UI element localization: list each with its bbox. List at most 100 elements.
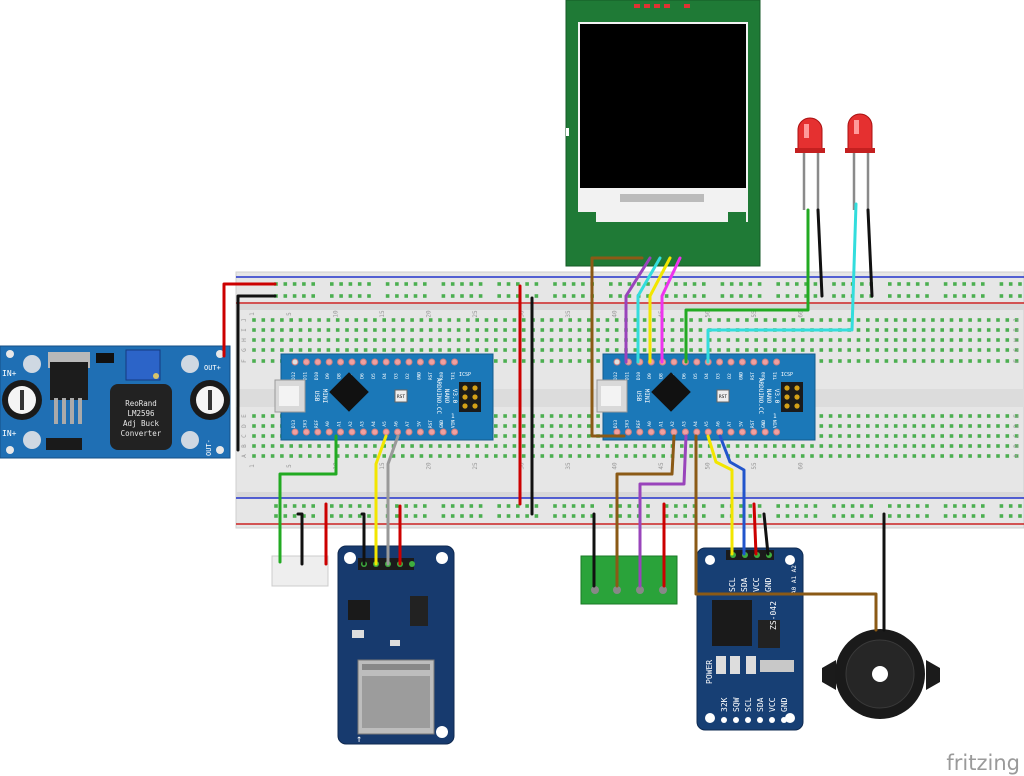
chip-label-2: LM2596 bbox=[127, 409, 155, 418]
column-label: 15 bbox=[379, 462, 386, 470]
breadboard-hole bbox=[553, 514, 557, 518]
breadboard-hole bbox=[401, 318, 405, 322]
breadboard-hole bbox=[680, 318, 684, 322]
breadboard-hole bbox=[348, 294, 353, 298]
row-label: C bbox=[1013, 434, 1020, 438]
breadboard-hole bbox=[503, 328, 507, 332]
breadboard-hole bbox=[652, 444, 656, 448]
row-label: D bbox=[1013, 424, 1020, 428]
breadboard-hole bbox=[484, 348, 489, 352]
breadboard-hole bbox=[782, 454, 786, 458]
breadboard-hole bbox=[512, 454, 517, 458]
breadboard-hole bbox=[562, 294, 567, 298]
breadboard-hole bbox=[419, 338, 424, 342]
breadboard-hole bbox=[847, 444, 851, 448]
breadboard-hole bbox=[438, 318, 442, 322]
breadboard-hole bbox=[559, 454, 563, 458]
breadboard-hole bbox=[618, 282, 622, 286]
breadboard-hole bbox=[438, 348, 442, 352]
breadboard-hole bbox=[577, 444, 582, 448]
breadboard-hole bbox=[841, 514, 846, 518]
nano-pin bbox=[750, 358, 758, 366]
breadboard-hole bbox=[959, 444, 963, 448]
breadboard-hole bbox=[252, 444, 256, 448]
breadboard-hole bbox=[832, 504, 836, 508]
breadboard-hole bbox=[652, 318, 656, 322]
row-label: F bbox=[1013, 359, 1020, 363]
breadboard-hole bbox=[949, 338, 954, 342]
breadboard-hole bbox=[996, 338, 1000, 342]
column-label: 50 bbox=[705, 310, 712, 318]
breadboard-hole bbox=[382, 454, 386, 458]
wire-grey bbox=[386, 434, 400, 566]
breadboard-hole bbox=[382, 348, 386, 352]
breadboard-hole bbox=[401, 328, 405, 332]
breadboard-hole bbox=[484, 328, 489, 332]
breadboard-hole bbox=[317, 338, 321, 342]
breadboard-hole bbox=[385, 294, 390, 298]
breadboard-hole bbox=[949, 454, 954, 458]
nano-pin-label: RX0 bbox=[439, 372, 445, 381]
breadboard-hole bbox=[466, 328, 470, 332]
breadboard-hole bbox=[308, 328, 312, 332]
breadboard-hole bbox=[335, 338, 340, 342]
breadboard-hole bbox=[962, 514, 966, 518]
nano-pin bbox=[439, 428, 447, 436]
led-left bbox=[795, 117, 825, 210]
breadboard-hole bbox=[729, 294, 734, 298]
breadboard-hole bbox=[748, 504, 753, 508]
breadboard-hole bbox=[977, 328, 982, 332]
breadboard-hole bbox=[986, 434, 991, 438]
rtc-chip-label: ZS-042 bbox=[769, 601, 778, 630]
breadboard-hole bbox=[986, 318, 991, 322]
breadboard-hole bbox=[469, 294, 474, 298]
breadboard-hole bbox=[506, 294, 511, 298]
breadboard-hole bbox=[311, 282, 315, 286]
breadboard-hole bbox=[497, 514, 501, 518]
breadboard-hole bbox=[636, 282, 641, 286]
breadboard-hole bbox=[624, 444, 628, 448]
breadboard-hole bbox=[497, 294, 501, 298]
breadboard-hole bbox=[540, 318, 545, 322]
breadboard-hole bbox=[940, 444, 944, 448]
breadboard-hole bbox=[921, 414, 926, 418]
breadboard-hole bbox=[884, 328, 889, 332]
breadboard-hole bbox=[1005, 328, 1010, 332]
breadboard-hole bbox=[298, 328, 303, 332]
breadboard-hole bbox=[562, 514, 567, 518]
breadboard-hole bbox=[804, 282, 808, 286]
breadboard-hole bbox=[860, 294, 864, 298]
wire-magenta bbox=[660, 256, 682, 364]
icsp-pin bbox=[794, 385, 800, 391]
breadboard-hole bbox=[553, 294, 557, 298]
breadboard-hole bbox=[596, 348, 600, 352]
breadboard-hole bbox=[605, 338, 610, 342]
nano-pin-label: REF bbox=[314, 420, 320, 429]
breadboard-hole bbox=[915, 294, 920, 298]
breadboard-hole bbox=[348, 514, 353, 518]
breadboard-hole bbox=[335, 318, 340, 322]
column-label: 35 bbox=[565, 462, 572, 470]
breadboard-hole bbox=[298, 454, 303, 458]
breadboard-hole bbox=[605, 318, 610, 322]
breadboard-hole bbox=[912, 359, 917, 363]
breadboard-hole bbox=[252, 414, 256, 418]
breadboard-hole bbox=[915, 514, 920, 518]
breadboard-hole bbox=[670, 348, 675, 352]
nano-pin bbox=[624, 428, 632, 436]
breadboard-hole bbox=[627, 282, 632, 286]
breadboard-hole bbox=[577, 359, 582, 363]
arduino-nano-right: D12D11D10D9D8D7D6D5D4D3D2GNDRSTRX0TX1 D1… bbox=[596, 353, 816, 441]
breadboard-hole bbox=[395, 514, 399, 518]
breadboard-hole bbox=[996, 424, 1000, 428]
breadboard-hole bbox=[289, 454, 293, 458]
nano-pin bbox=[359, 428, 367, 436]
breadboard-hole bbox=[782, 318, 786, 322]
breadboard-hole bbox=[664, 294, 669, 298]
row-label: J bbox=[1013, 318, 1020, 322]
breadboard-hole bbox=[912, 444, 917, 448]
breadboard-hole bbox=[1005, 424, 1010, 428]
breadboard-hole bbox=[986, 348, 991, 352]
nano-pin bbox=[325, 428, 333, 436]
breadboard-hole bbox=[447, 328, 452, 332]
